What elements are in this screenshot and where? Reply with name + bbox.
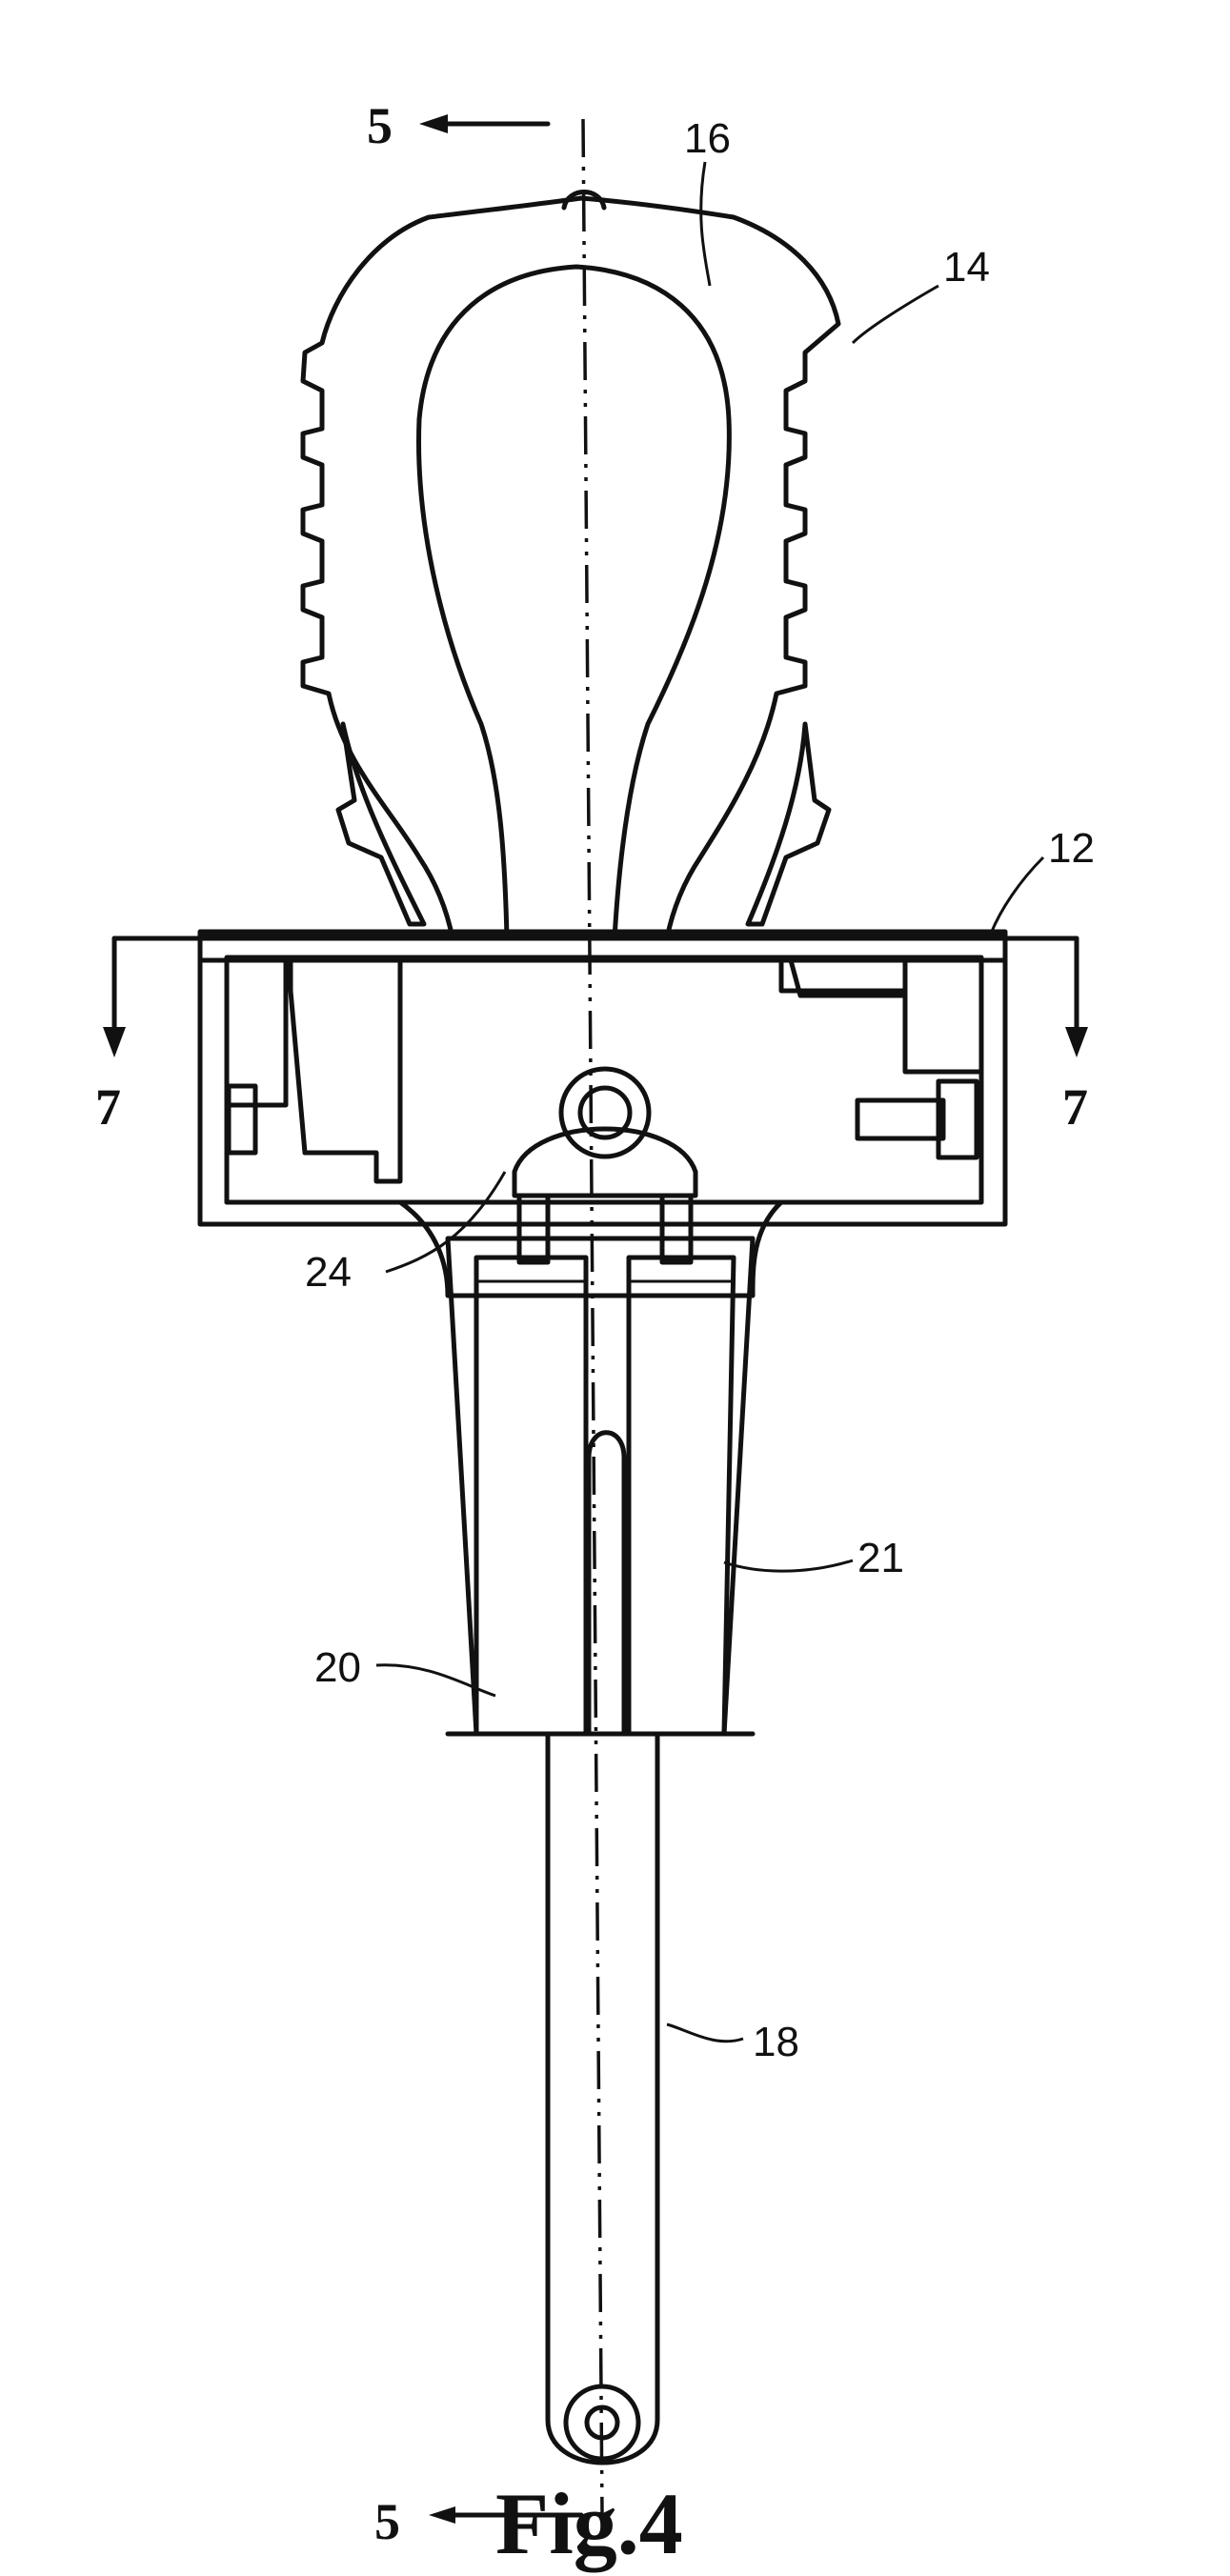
cap-housing (200, 932, 1005, 1224)
valve-assembly (514, 1069, 696, 1262)
core-body (227, 957, 981, 1296)
section-mark-5-bottom: 5 (374, 2493, 400, 2550)
ref-16-chamber: 16 (684, 115, 731, 162)
section-mark-5-top: 5 (367, 97, 393, 154)
ref-18-stem: 18 (753, 2019, 799, 2065)
ref-12-cap: 12 (1048, 825, 1095, 872)
stem (548, 1734, 657, 2463)
ref-14-bulb: 14 (943, 244, 990, 291)
section-mark-7-left: 7 (95, 1078, 121, 1136)
ref-24-valve: 24 (305, 1249, 352, 1296)
right-pin (857, 1100, 943, 1138)
ref-21-right-leg: 21 (857, 1535, 904, 1581)
left-pocket (291, 957, 400, 1181)
figure-caption: Fig.4 (495, 2475, 683, 2572)
left-detent (229, 1086, 255, 1153)
section-arrow-5-top (419, 114, 548, 133)
nozzle-body (448, 1238, 753, 1734)
ref-20-left-leg: 20 (314, 1644, 361, 1691)
bulb-outer-wall (303, 192, 838, 939)
section-mark-7-right: 7 (1062, 1078, 1088, 1136)
